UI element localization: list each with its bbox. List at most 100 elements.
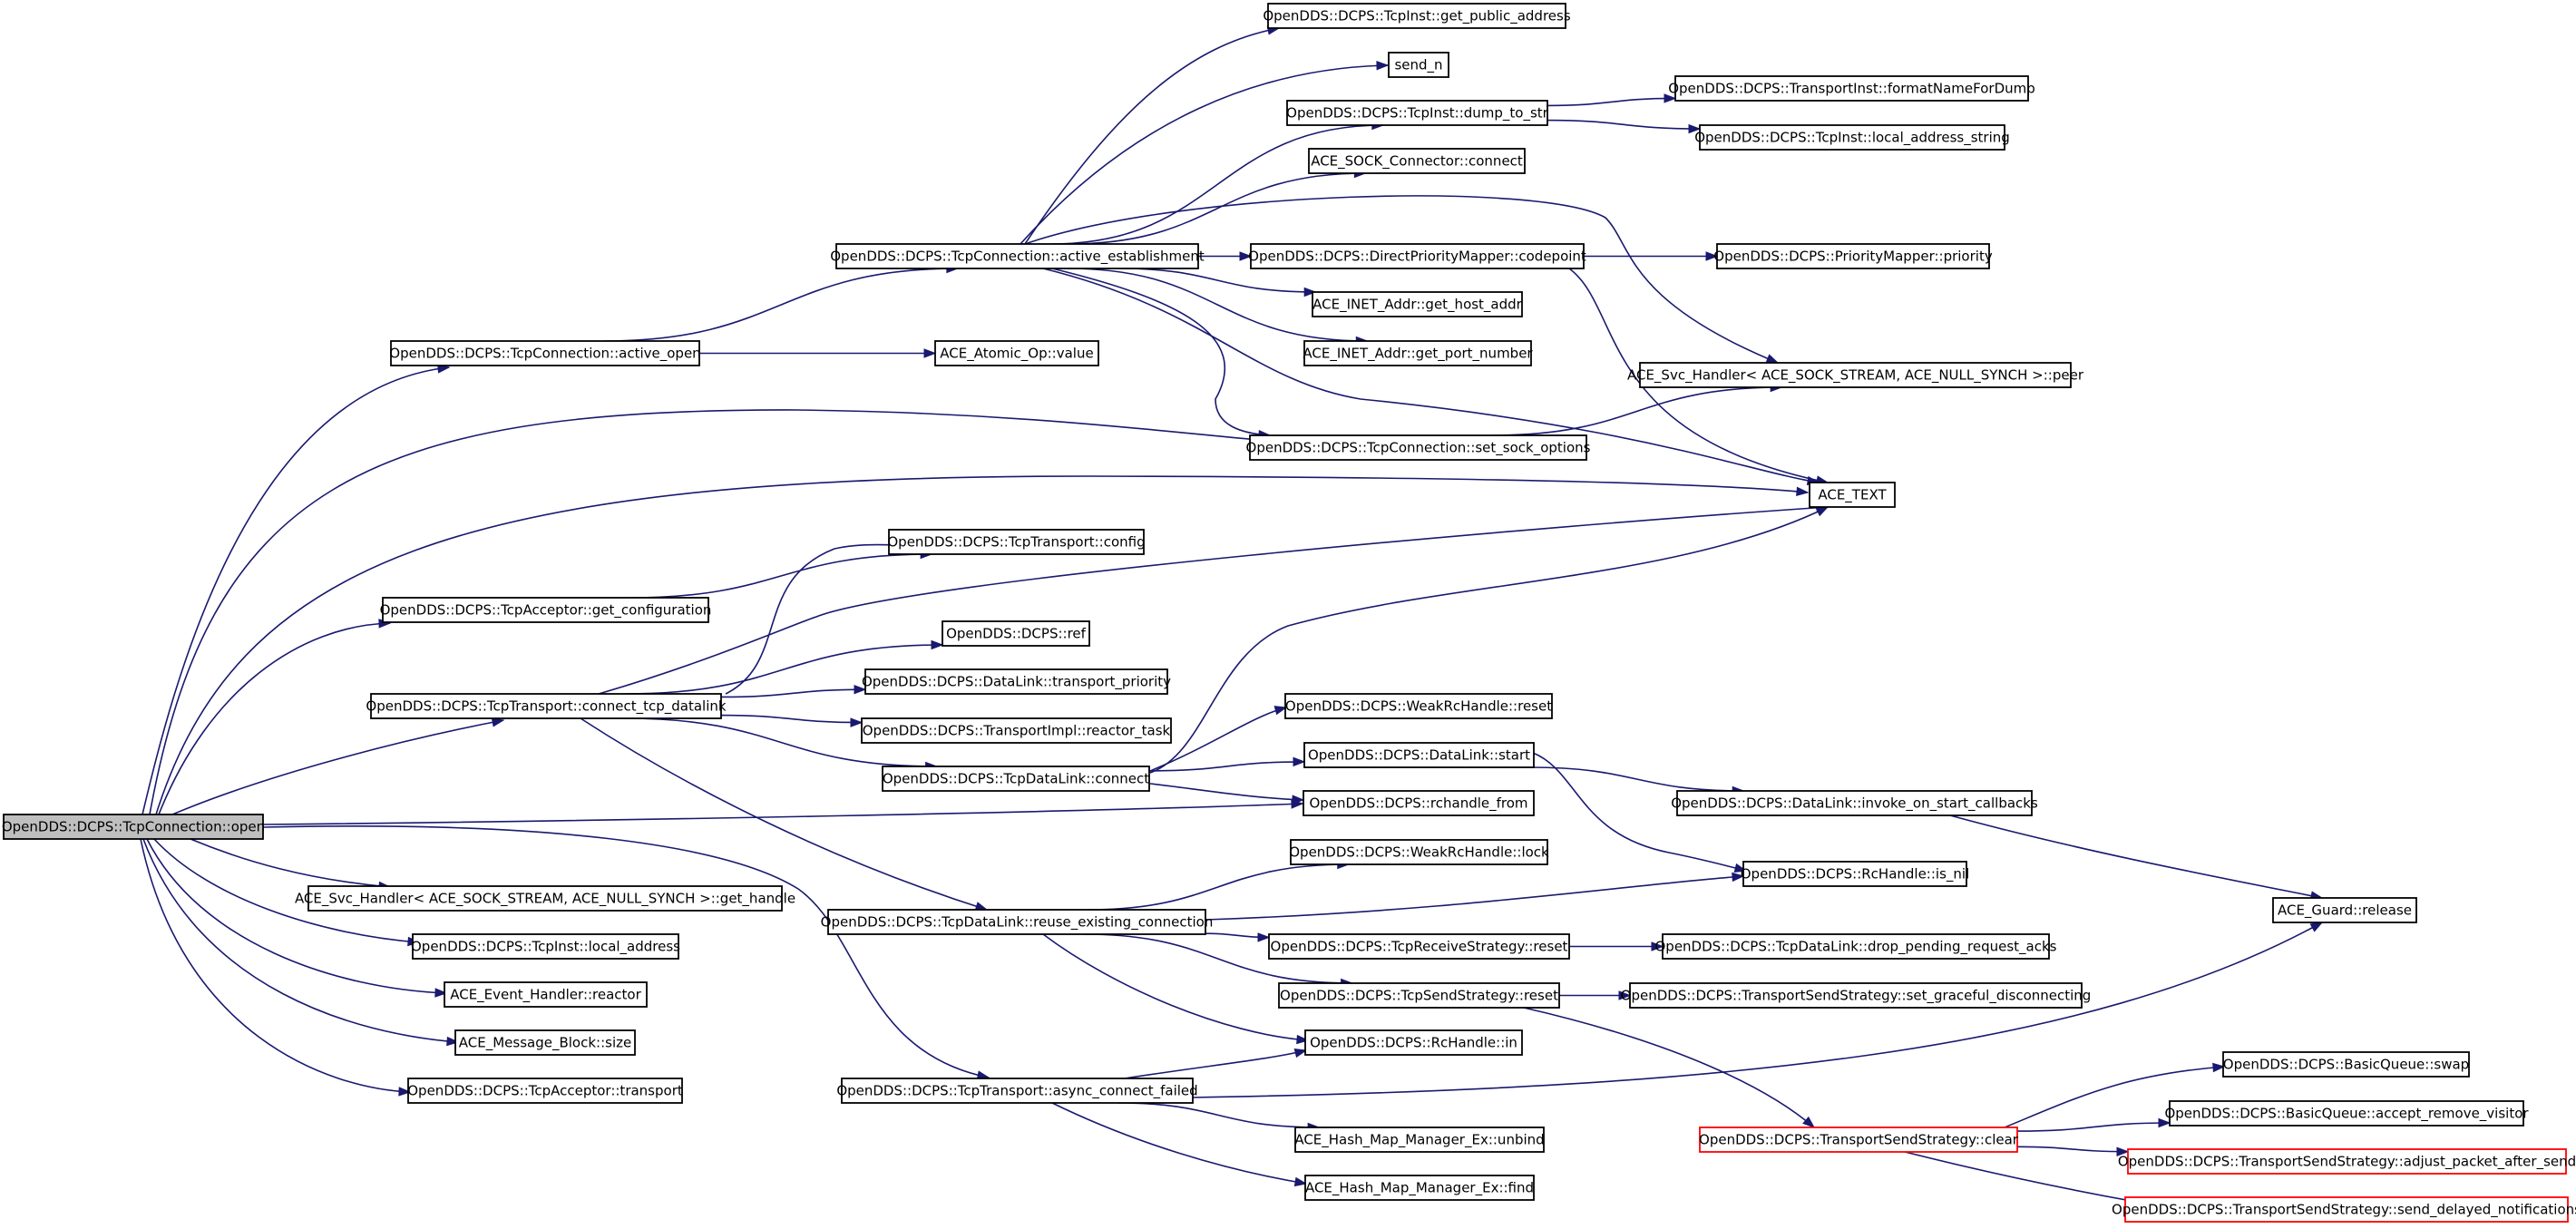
function-node-codepoint[interactable]: OpenDDS::DCPS::DirectPriorityMapper::cod…	[1248, 243, 1586, 269]
function-node-accept-remove[interactable]: OpenDDS::DCPS::BasicQueue::accept_remove…	[2164, 1100, 2529, 1127]
function-node-active-open[interactable]: OpenDDS::DCPS::TcpConnection::active_ope…	[389, 340, 701, 366]
node-box	[1639, 362, 2072, 388]
node-label: OpenDDS::DCPS::TcpConnection::open	[2, 819, 265, 835]
call-edge-connect_tcp_datalink-to-ace_text	[598, 502, 1830, 695]
function-node-recv-reset[interactable]: OpenDDS::DCPS::TcpReceiveStrategy::reset	[1268, 933, 1570, 960]
edge-line	[2004, 1066, 2225, 1128]
function-node-rchandle-from[interactable]: OpenDDS::DCPS::rchandle_from	[1303, 790, 1535, 816]
function-node-tss-clear[interactable]: OpenDDS::DCPS::TransportSendStrategy::cl…	[1699, 1127, 2019, 1153]
call-edge-connect_tcp_datalink-to-dcps_ref	[625, 639, 944, 695]
function-node-dl-start[interactable]: OpenDDS::DCPS::DataLink::start	[1303, 742, 1535, 768]
function-node-drop-pending[interactable]: OpenDDS::DCPS::TcpDataLink::drop_pending…	[1654, 933, 2057, 960]
node-label: ACE_Hash_Map_Manager_Ex::find	[1305, 1180, 1534, 1197]
function-node-send-reset[interactable]: OpenDDS::DCPS::TcpSendStrategy::reset	[1278, 982, 1560, 1009]
node-box	[454, 1029, 636, 1056]
function-node-get-public-address[interactable]: OpenDDS::DCPS::TcpInst::get_public_addre…	[1263, 3, 1571, 29]
node-label: OpenDDS::DCPS::TcpTransport::connect_tcp…	[366, 698, 726, 716]
node-label: send_n	[1394, 57, 1442, 74]
node-box	[942, 620, 1090, 647]
node-label: OpenDDS::DCPS::WeakRcHandle::lock	[1289, 844, 1549, 861]
function-node-mb-size[interactable]: ACE_Message_Block::size	[454, 1029, 636, 1056]
function-node-invoke-callbacks[interactable]: OpenDDS::DCPS::DataLink::invoke_on_start…	[1671, 790, 2038, 816]
function-node-reuse-conn[interactable]: OpenDDS::DCPS::TcpDataLink::reuse_existi…	[821, 909, 1214, 935]
node-box	[1268, 933, 1570, 960]
function-node-sock-connect[interactable]: ACE_SOCK_Connector::connect	[1308, 148, 1526, 174]
arrowhead-icon	[1303, 287, 1317, 297]
function-node-event-reactor[interactable]: ACE_Event_Handler::reactor	[444, 981, 648, 1008]
call-edge-active_open-to-atomic_value	[699, 348, 937, 358]
function-node-connect-tcp-datalink[interactable]: OpenDDS::DCPS::TcpTransport::connect_tcp…	[366, 693, 727, 719]
edge-line	[1118, 268, 1316, 293]
edge-line	[1192, 922, 2323, 1098]
edge-line	[158, 622, 391, 815]
function-node-rc-in[interactable]: OpenDDS::DCPS::RcHandle::in	[1304, 1029, 1523, 1056]
function-node-formatNameForDump[interactable]: OpenDDS::DCPS::TransportInst::formatName…	[1668, 75, 2035, 102]
function-node-get-port-number[interactable]: ACE_INET_Addr::get_port_number	[1303, 340, 1533, 366]
node-label: OpenDDS::DCPS::TransportInst::formatName…	[1668, 81, 2035, 97]
function-node-svc-peer[interactable]: ACE_Svc_Handler< ACE_SOCK_STREAM, ACE_NU…	[1627, 362, 2084, 388]
function-node-is-nil[interactable]: OpenDDS::DCPS::RcHandle::is_nil	[1741, 861, 1970, 887]
arrowhead-icon	[2116, 1146, 2130, 1156]
function-node-get-host-addr[interactable]: ACE_INET_Addr::get_host_addr	[1312, 291, 1523, 317]
function-node-hm-find[interactable]: ACE_Hash_Map_Manager_Ex::find	[1304, 1175, 1535, 1201]
function-node-local-address-string[interactable]: OpenDDS::DCPS::TcpInst::local_address_st…	[1694, 124, 2010, 151]
edge-line	[171, 719, 504, 815]
function-node-tdl-connect[interactable]: OpenDDS::DCPS::TcpDataLink::connect	[882, 766, 1150, 792]
call-edge-recv_reset-to-drop_pending	[1569, 941, 1664, 951]
function-node-root[interactable]: OpenDDS::DCPS::TcpConnection::open	[2, 814, 265, 840]
function-node-weak-lock[interactable]: OpenDDS::DCPS::WeakRcHandle::lock	[1289, 839, 1549, 865]
edge-line	[141, 366, 450, 815]
function-node-dump-to-str[interactable]: OpenDDS::DCPS::TcpInst::dump_to_str	[1286, 100, 1549, 126]
edge-line	[598, 506, 1829, 695]
function-node-send-delayed[interactable]: OpenDDS::DCPS::TransportSendStrategy::se…	[2112, 1196, 2576, 1223]
node-label: OpenDDS::DCPS::DataLink::start	[1308, 747, 1530, 764]
call-edge-tss_clear-to-adjust_packet	[2016, 1146, 2130, 1156]
arrowhead-icon	[2212, 1062, 2226, 1073]
function-node-set-graceful[interactable]: OpenDDS::DCPS::TransportSendStrategy::se…	[1621, 982, 2092, 1009]
function-node-set-sock-options[interactable]: OpenDDS::DCPS::TcpConnection::set_sock_o…	[1246, 434, 1591, 461]
edge-line	[1523, 1007, 1815, 1128]
edge-line	[1149, 783, 1304, 801]
function-node-get-configuration[interactable]: OpenDDS::DCPS::TcpAcceptor::get_configur…	[380, 597, 712, 623]
function-node-active-est[interactable]: OpenDDS::DCPS::TcpConnection::active_est…	[830, 243, 1205, 269]
call-edge-async_failed-to-hm_unbind	[1117, 1102, 1321, 1133]
node-box	[1699, 124, 2005, 151]
call-edge-tdl_connect-to-dl_start	[1148, 756, 1306, 772]
function-node-atomic-value[interactable]: ACE_Atomic_Op::value	[934, 340, 1099, 366]
call-edge-async_failed-to-rc_in	[1124, 1048, 1308, 1079]
node-box	[1303, 790, 1535, 816]
edge-line	[629, 553, 932, 599]
function-node-get-handle[interactable]: ACE_Svc_Handler< ACE_SOCK_STREAM, ACE_NU…	[295, 885, 795, 912]
node-label: OpenDDS::DCPS::BasicQueue::swap	[2223, 1057, 2469, 1073]
node-box	[444, 981, 648, 1008]
node-label: OpenDDS::DCPS::ref	[946, 626, 1087, 642]
node-label: ACE_Event_Handler::reactor	[450, 987, 641, 1004]
function-node-local-address[interactable]: OpenDDS::DCPS::TcpInst::local_address	[411, 933, 680, 960]
function-node-transport-priority[interactable]: OpenDDS::DCPS::DataLink::transport_prior…	[862, 668, 1171, 695]
function-node-adjust-packet[interactable]: OpenDDS::DCPS::TransportSendStrategy::ad…	[2118, 1148, 2576, 1175]
function-node-send-n[interactable]: send_n	[1388, 52, 1449, 78]
call-edge-root-to-active_open	[141, 364, 451, 815]
function-node-async-failed[interactable]: OpenDDS::DCPS::TcpTransport::async_conne…	[836, 1078, 1198, 1104]
function-node-reactor-task[interactable]: OpenDDS::DCPS::TransportImpl::reactor_ta…	[861, 717, 1172, 744]
edge-line	[1068, 172, 1366, 245]
function-node-ace-text[interactable]: ACE_TEXT	[1809, 482, 1896, 508]
node-box	[307, 885, 783, 912]
function-node-hm-unbind[interactable]: ACE_Hash_Map_Manager_Ex::unbind	[1294, 1127, 1545, 1153]
function-node-tt-config[interactable]: OpenDDS::DCPS::TcpTransport::config	[887, 529, 1146, 555]
node-box	[934, 340, 1099, 366]
function-node-acc-transport[interactable]: OpenDDS::DCPS::TcpAcceptor::transport	[407, 1078, 683, 1104]
node-box	[1249, 434, 1587, 461]
function-node-bq-swap[interactable]: OpenDDS::DCPS::BasicQueue::swap	[2222, 1051, 2470, 1078]
node-label: ACE_Guard::release	[2278, 902, 2412, 920]
call-edge-tss_clear-to-accept_remove	[2016, 1117, 2171, 1132]
function-node-weak-reset[interactable]: OpenDDS::DCPS::WeakRcHandle::reset	[1284, 693, 1553, 719]
call-edge-root-to-mb_size	[142, 838, 460, 1047]
arrowhead-icon	[1257, 932, 1271, 942]
function-node-pm-priority[interactable]: OpenDDS::DCPS::PriorityMapper::priority	[1713, 243, 1993, 269]
function-node-dcps-ref[interactable]: OpenDDS::DCPS::ref	[942, 620, 1090, 647]
node-box	[1742, 861, 1967, 887]
node-label: OpenDDS::DCPS::TcpAcceptor::transport	[407, 1083, 683, 1099]
function-node-guard-release[interactable]: ACE_Guard::release	[2272, 897, 2417, 923]
node-label: OpenDDS::DCPS::TcpSendStrategy::reset	[1280, 988, 1558, 1004]
